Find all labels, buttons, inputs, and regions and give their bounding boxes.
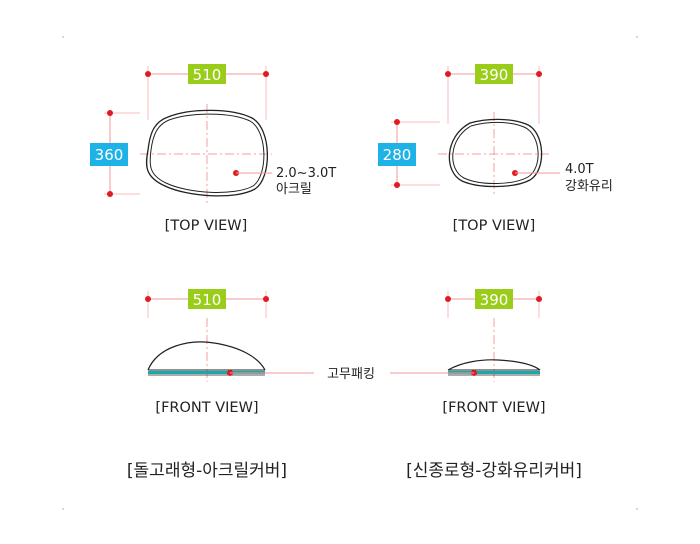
dimension-marker xyxy=(394,119,400,125)
material-thickness: 2.0~3.0T xyxy=(276,166,336,181)
dimension-marker xyxy=(445,71,451,77)
width-badge xyxy=(188,289,226,309)
dimension-marker xyxy=(107,110,113,116)
right-design: 390 280 4.0T 강화유리 [TOP VIEW] xyxy=(378,64,613,481)
left-front-width-dimension: 510 xyxy=(145,289,269,318)
dimension-marker xyxy=(536,71,542,77)
width-badge-text: 390 xyxy=(480,66,509,84)
material-name: 강화유리 xyxy=(565,179,613,194)
dolphin-cover-outline-inner xyxy=(149,113,265,193)
width-badge-text: 510 xyxy=(193,66,222,84)
dimension-marker xyxy=(145,296,151,302)
top-view-label: [TOP VIEW] xyxy=(453,218,536,234)
height-badge xyxy=(378,143,416,166)
rubber-gasket xyxy=(448,371,540,374)
crop-mark xyxy=(62,508,64,510)
jongno-cover-outline-inner xyxy=(452,121,539,185)
right-front-view xyxy=(390,318,541,382)
crop-mark xyxy=(636,508,638,510)
left-front-view xyxy=(147,318,314,382)
height-badge-text: 280 xyxy=(383,146,412,164)
gasket-label: 고무패킹 xyxy=(327,367,375,382)
width-badge-text: 390 xyxy=(480,291,509,309)
dimension-marker xyxy=(107,191,113,197)
width-badge xyxy=(475,289,513,309)
top-view-label: [TOP VIEW] xyxy=(165,218,248,234)
right-front-width-dimension: 390 xyxy=(445,289,542,318)
dimension-marker xyxy=(445,296,451,302)
dolphin-cover-outline-outer xyxy=(145,109,269,197)
width-badge xyxy=(188,64,226,84)
width-badge xyxy=(475,64,513,84)
material-thickness: 4.0T xyxy=(565,162,594,177)
height-badge xyxy=(90,143,128,166)
front-view-label: [FRONT VIEW] xyxy=(155,400,258,416)
jongno-cover-outline-outer xyxy=(448,118,543,188)
crop-mark xyxy=(62,36,64,38)
width-badge-text: 510 xyxy=(193,291,222,309)
left-design: 510 360 2.0~3.0T 아크릴 [TOP VIEW] xyxy=(90,64,336,481)
crop-mark xyxy=(636,36,638,38)
dimension-marker xyxy=(263,296,269,302)
height-badge-text: 360 xyxy=(95,146,124,164)
design-caption: [신종로형-강화유리커버] xyxy=(406,461,582,481)
left-top-height-dimension: 360 xyxy=(90,110,140,197)
crop-marks xyxy=(62,36,638,510)
dimension-marker xyxy=(536,296,542,302)
right-top-height-dimension: 280 xyxy=(378,119,440,188)
dolphin-cover-dome xyxy=(147,341,266,371)
rubber-gasket xyxy=(148,371,265,374)
dimension-marker xyxy=(263,71,269,77)
left-top-view: 2.0~3.0T 아크릴 xyxy=(140,104,336,204)
right-top-width-dimension: 390 xyxy=(445,64,542,124)
dimension-marker xyxy=(145,71,151,77)
front-view-label: [FRONT VIEW] xyxy=(442,400,545,416)
design-caption: [돌고래형-아크릴커버] xyxy=(127,461,287,481)
material-name: 아크릴 xyxy=(276,182,312,197)
dimension-marker xyxy=(394,182,400,188)
jongno-cover-dome xyxy=(447,359,541,371)
left-top-width-dimension: 510 xyxy=(145,64,269,120)
right-top-view: 4.0T 강화유리 xyxy=(438,112,613,196)
